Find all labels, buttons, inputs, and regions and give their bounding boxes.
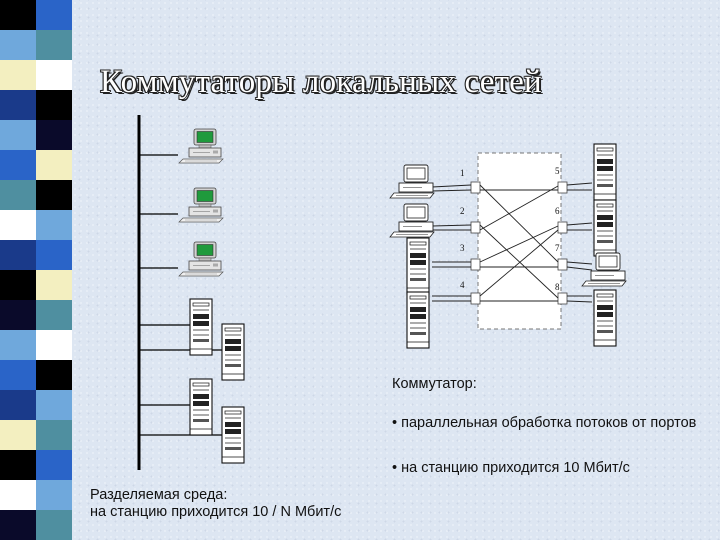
server-icon: [189, 298, 213, 356]
port-number: 7: [555, 243, 560, 253]
decorative-tile: [36, 180, 72, 210]
decorative-tile: [0, 270, 36, 300]
port-number: 8: [555, 282, 560, 292]
switch-port: [557, 258, 568, 271]
switch-port: [557, 221, 568, 234]
switch-heading: Коммутатор:: [392, 376, 477, 392]
decorative-tile: [36, 210, 72, 240]
workstation-icon: [178, 241, 224, 277]
decorative-tile: [0, 510, 36, 540]
decorative-tile: [0, 480, 36, 510]
port-link: [431, 184, 472, 192]
slide-title: Коммутаторы локальных сетей: [100, 64, 542, 100]
decorative-tile: [0, 30, 36, 60]
port-link: [566, 222, 593, 231]
workstation-icon: [178, 128, 224, 164]
port-number: 3: [460, 243, 465, 253]
decorative-tile: [0, 150, 36, 180]
decorative-tile: [36, 390, 72, 420]
decorative-tile: [0, 390, 36, 420]
workstation-icon: [389, 164, 435, 199]
switch-port: [470, 221, 481, 234]
server-icon: [221, 323, 245, 381]
port-number: 4: [460, 280, 465, 290]
decorative-tile: [0, 300, 36, 330]
decorative-tile: [36, 330, 72, 360]
decorative-tile: [0, 240, 36, 270]
decorative-tile: [0, 420, 36, 450]
switch-port: [470, 181, 481, 194]
decorative-tile: [36, 240, 72, 270]
server-icon: [406, 291, 430, 349]
shared-bus-section: [137, 115, 245, 470]
port-link: [432, 295, 471, 302]
server-icon: [189, 378, 213, 436]
decorative-tile: [36, 150, 72, 180]
server-icon: [221, 406, 245, 464]
port-link: [432, 261, 471, 268]
decorative-tile: [0, 60, 36, 90]
decorative-tile: [36, 270, 72, 300]
decorative-side-strip: [0, 0, 72, 540]
port-link: [431, 224, 472, 231]
switch-feature-bandwidth: • на станцию приходится 10 Мбит/с: [392, 460, 630, 476]
decorative-tile: [36, 480, 72, 510]
switch-fabric-paths: [479, 184, 559, 302]
shared-medium-caption: Разделяемая среда: на станцию приходится…: [90, 487, 341, 521]
switch-port: [557, 181, 568, 194]
server-icon: [406, 237, 430, 295]
decorative-tile: [36, 510, 72, 540]
decorative-tile: [36, 60, 72, 90]
decorative-tile: [0, 210, 36, 240]
decorative-tile: [0, 360, 36, 390]
decorative-tile: [36, 300, 72, 330]
decorative-tile: [0, 330, 36, 360]
decorative-tile: [36, 90, 72, 120]
port-link: [566, 182, 593, 191]
decorative-tile: [36, 360, 72, 390]
switch-port: [470, 292, 481, 305]
shared-medium-title: Разделяемая среда:: [90, 487, 228, 503]
port-number: 6: [555, 206, 560, 216]
shared-medium-bandwidth: на станцию приходится 10 / N Мбит/с: [90, 504, 342, 520]
port-number: 2: [460, 206, 465, 216]
switch-feature-parallel: • параллельная обработка потоков от порт…: [392, 415, 697, 431]
port-link: [566, 295, 593, 303]
decorative-tile: [36, 0, 72, 30]
port-number: 5: [555, 166, 560, 176]
switch-section: 1 2 3 4 5 6 7 8: [389, 143, 627, 349]
switch-port: [470, 258, 481, 271]
workstation-icon: [389, 203, 435, 238]
port-link: [566, 261, 593, 271]
decorative-tile: [36, 450, 72, 480]
decorative-tile: [0, 0, 36, 30]
server-icon: [593, 289, 617, 347]
server-icon: [593, 199, 617, 257]
decorative-tile: [0, 90, 36, 120]
decorative-tile: [0, 450, 36, 480]
server-icon: [593, 143, 617, 201]
decorative-tile: [36, 30, 72, 60]
switch-box: [477, 152, 562, 330]
decorative-tile: [36, 120, 72, 150]
decorative-tile: [0, 120, 36, 150]
decorative-tile: [36, 420, 72, 450]
decorative-tile: [0, 180, 36, 210]
workstation-icon: [178, 187, 224, 223]
switch-port: [557, 292, 568, 305]
port-number: 1: [460, 168, 465, 178]
